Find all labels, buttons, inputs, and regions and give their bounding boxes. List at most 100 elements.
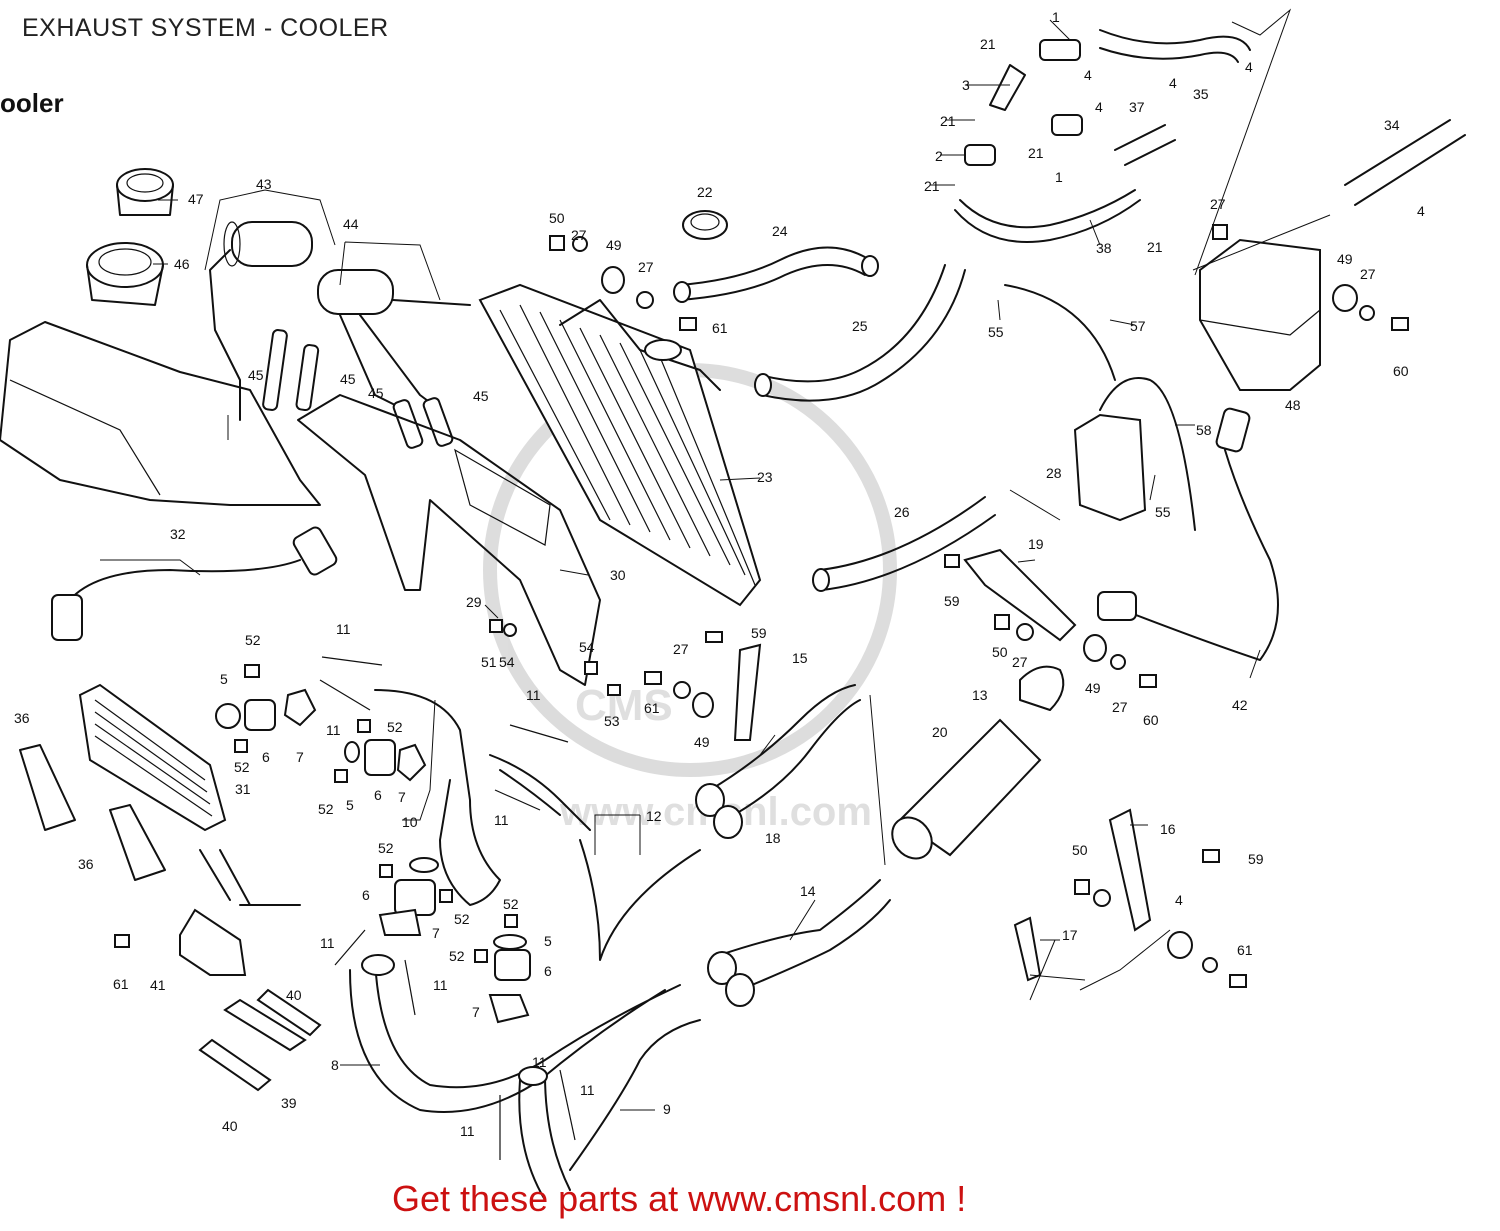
part-label: 14 (800, 883, 816, 899)
part-label: 52 (503, 896, 519, 912)
part-label: 37 (1129, 99, 1145, 115)
hose-26 (812, 496, 996, 592)
small-hardware (114, 224, 1409, 988)
reservoir-tank-28 (1073, 413, 1147, 522)
part-label: 39 (281, 1095, 297, 1111)
oil-cooler (78, 683, 227, 832)
part-label: 50 (549, 210, 565, 226)
part-label: 13 (972, 687, 988, 703)
radiator-cap-22 (682, 210, 728, 240)
gauge-47 (116, 168, 174, 216)
part-label: 27 (1112, 699, 1128, 715)
part-label: 21 (980, 36, 996, 52)
part-label: 53 (604, 713, 620, 729)
part-label: 1 (1052, 9, 1060, 25)
springs-11 (319, 656, 576, 1160)
part-label: 4 (1245, 59, 1253, 75)
part-label: 1 (1055, 169, 1063, 185)
part-label: 45 (473, 388, 489, 404)
overflow-tube (1004, 284, 1196, 531)
part-label: 59 (944, 593, 960, 609)
part-label: 27 (1012, 654, 1028, 670)
part-label: 27 (1360, 266, 1376, 282)
part-label: 52 (387, 719, 403, 735)
part-label: 17 (1062, 927, 1078, 943)
part-label: 29 (466, 594, 482, 610)
reserve-tank-48 (1199, 238, 1321, 391)
part-label: 27 (1210, 196, 1226, 212)
bands-36 (19, 744, 166, 881)
part-label: 51 (481, 654, 497, 670)
rubber-strips (198, 988, 322, 1092)
part-label: 8 (331, 1057, 339, 1073)
hose-25 (754, 264, 966, 402)
radiator (478, 283, 762, 607)
part-label: 2 (935, 148, 943, 164)
fairing-panel (0, 321, 321, 506)
part-label: 61 (1237, 942, 1253, 958)
part-label: 10 (402, 814, 418, 830)
part-label: 45 (340, 371, 356, 387)
part-label: 52 (449, 948, 465, 964)
part-label: 32 (170, 526, 186, 542)
part-label: 15 (792, 650, 808, 666)
part-label: 4 (1417, 203, 1425, 219)
part-label: 21 (940, 113, 956, 129)
part-label: 4 (1169, 75, 1177, 91)
exhaust-pipe-8 (349, 954, 681, 1113)
plug-cap-45 (262, 329, 454, 449)
part-label: 45 (248, 367, 264, 383)
part-label: 11 (532, 1054, 547, 1070)
ignition-coil-43 (209, 221, 313, 421)
part-label: 23 (757, 469, 773, 485)
watermark-logo-text: CMS (575, 681, 673, 730)
part-label: 6 (262, 749, 270, 765)
part-label: 52 (378, 840, 394, 856)
part-label: 41 (150, 977, 166, 993)
footer-shop-link[interactable]: Get these parts at www.cmsnl.com ! (392, 1178, 967, 1219)
part-label: 11 (320, 935, 335, 951)
part-label: 49 (1337, 251, 1353, 267)
part-label: 49 (1085, 680, 1101, 696)
part-label: 61 (644, 700, 660, 716)
part-label: 21 (1147, 239, 1163, 255)
exhaust-pipe-10 (374, 689, 501, 906)
part-label: 35 (1193, 86, 1209, 102)
part-label: 19 (1028, 536, 1044, 552)
part-label: 52 (234, 759, 250, 775)
part-label: 43 (256, 176, 272, 192)
hose-34 (1344, 119, 1466, 206)
part-label: 5 (346, 797, 354, 813)
part-label: 30 (610, 567, 626, 583)
part-label: 5 (220, 671, 228, 687)
part-label: 49 (606, 237, 622, 253)
leader-lines (100, 8, 1331, 1111)
exhaust-pipe-12 (489, 754, 701, 961)
section-title: ooler (0, 88, 64, 118)
collector-14 (707, 879, 891, 1007)
hose-42 (1097, 407, 1279, 661)
part-label: 38 (1096, 240, 1112, 256)
part-label: 31 (235, 781, 251, 797)
hose-35 (1099, 29, 1251, 63)
part-label: 36 (14, 710, 30, 726)
part-label: 47 (188, 191, 204, 207)
fittings-1-2-3 (964, 39, 1083, 166)
part-label: 28 (1046, 465, 1062, 481)
part-label: 3 (962, 77, 970, 93)
part-label: 7 (472, 1004, 480, 1020)
part-label: 27 (638, 259, 654, 275)
part-label: 59 (1248, 851, 1264, 867)
part-label: 21 (924, 178, 940, 194)
part-label: 27 (571, 227, 587, 243)
hose-37 (1114, 124, 1176, 166)
part-label: 48 (1285, 397, 1301, 413)
part-label: 7 (398, 789, 406, 805)
part-label: 57 (1130, 318, 1146, 334)
part-label: 34 (1384, 117, 1400, 133)
part-label: 11 (460, 1123, 475, 1139)
part-label: 11 (326, 722, 341, 738)
part-label: 52 (454, 911, 470, 927)
oil-cooler-hose-32 (51, 526, 338, 641)
